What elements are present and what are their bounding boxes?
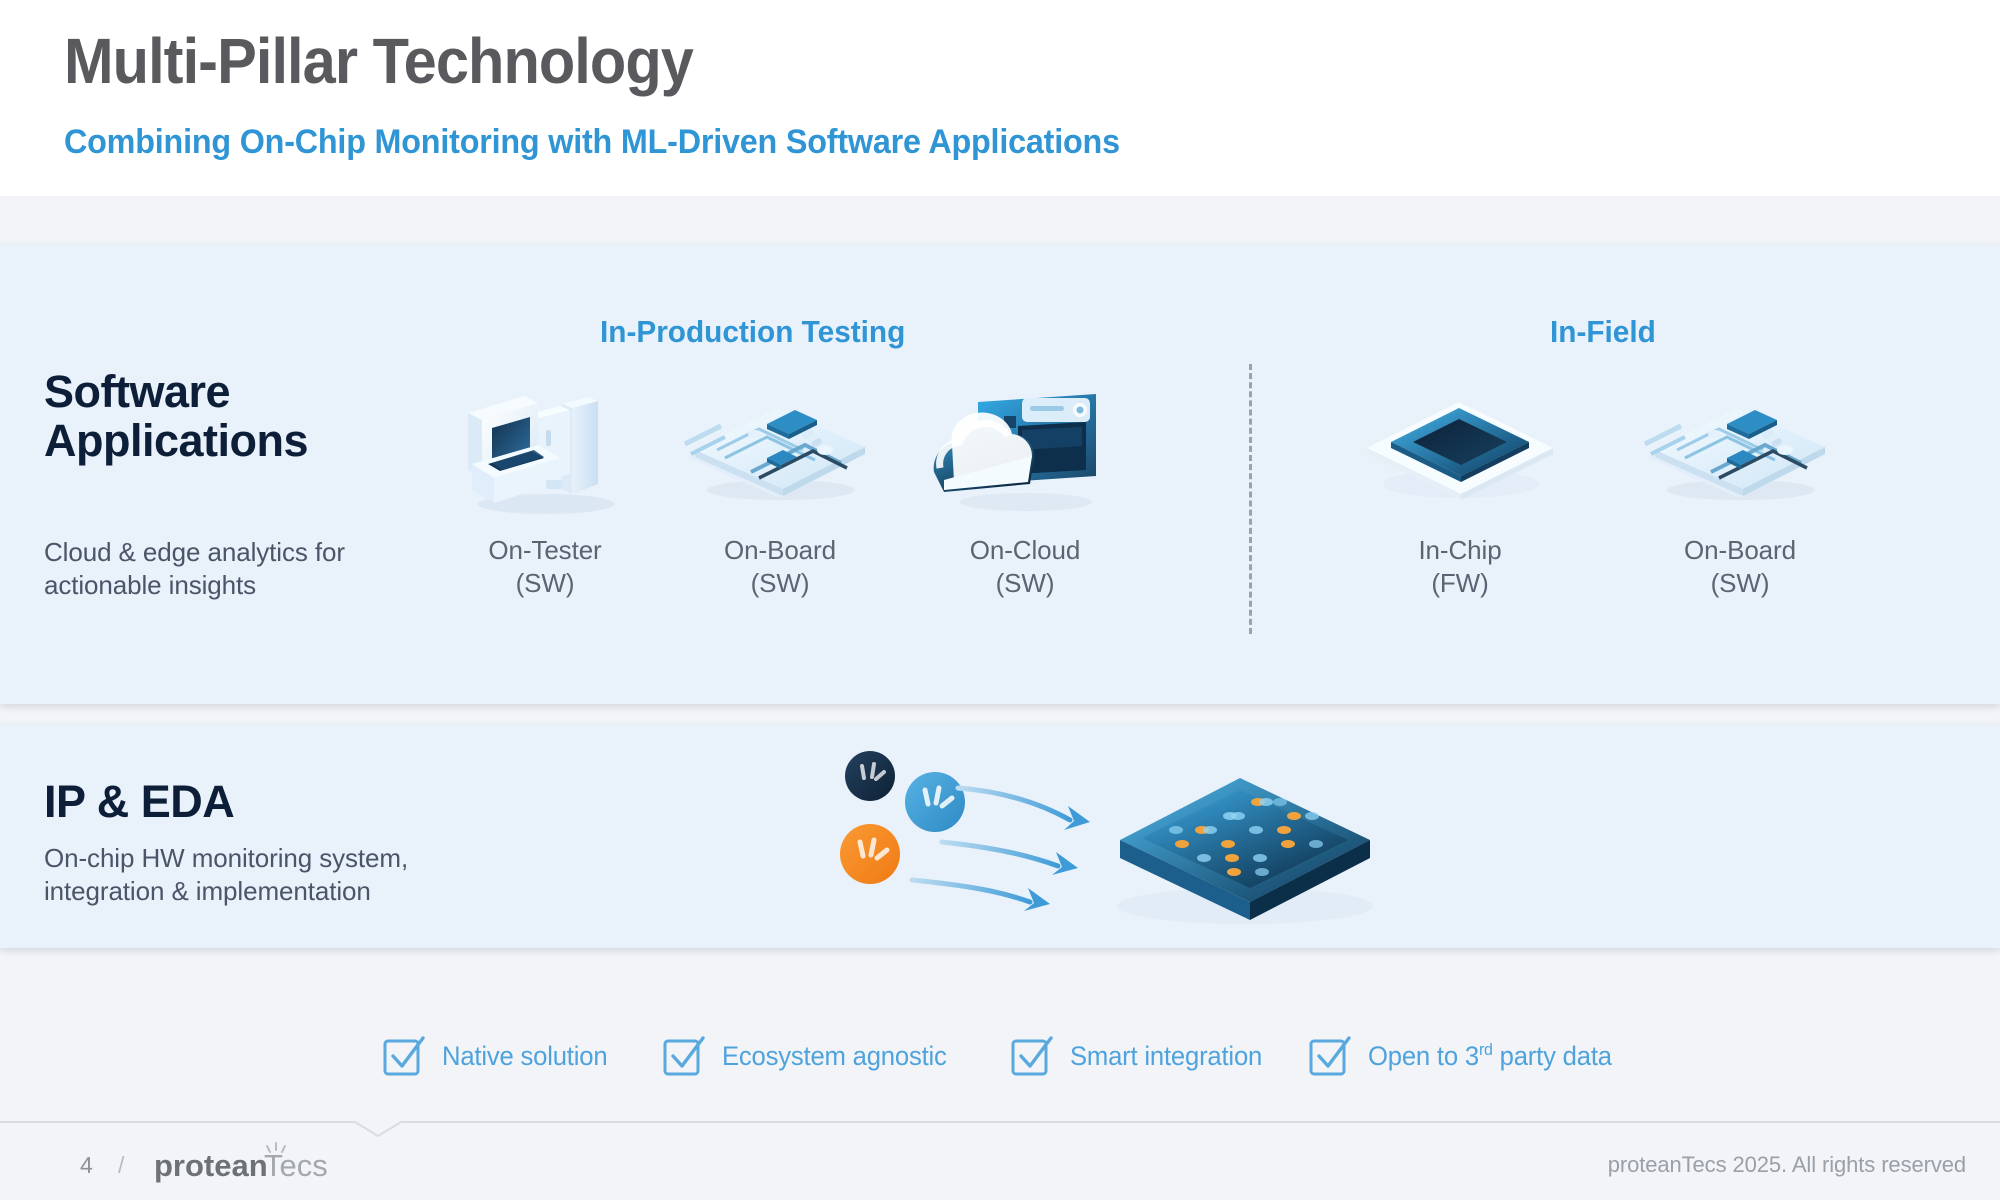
- footer-divider: [0, 1121, 2000, 1138]
- item-label: On-Board (SW): [1684, 535, 1796, 599]
- page-subtitle: Combining On-Chip Monitoring with ML-Dri…: [64, 123, 1120, 161]
- agent-dot-orange: [840, 824, 900, 884]
- item-label: In-Chip (FW): [1418, 535, 1502, 599]
- chip-with-agents-icon: [1117, 778, 1373, 924]
- agent-dot-navy: [845, 751, 895, 801]
- checklist-item-label: Native solution: [442, 1040, 608, 1071]
- checklist-item-label: Smart integration: [1070, 1040, 1263, 1071]
- checkbox-checked-icon: [1010, 1034, 1054, 1078]
- checkbox-checked-icon: [1308, 1034, 1352, 1078]
- checklist-item-label-sup: rd: [1478, 1040, 1493, 1059]
- item-label: On-Board (SW): [724, 535, 836, 599]
- checklist-item-label-tail: party data: [1492, 1041, 1612, 1071]
- on-board-pcb-icon: [1615, 372, 1865, 522]
- section-divider: [1249, 364, 1252, 634]
- pillar-description-software-applications: Cloud & edge analytics for actionable in…: [44, 537, 345, 600]
- checklist-item-ecosystem-agnostic[interactable]: Ecosystem agnostic: [662, 1034, 959, 1078]
- checklist: Native solution Ecosystem agnostic Smart…: [0, 1022, 2000, 1102]
- checklist-item-smart-integration[interactable]: Smart integration: [1010, 1034, 1272, 1078]
- in-chip-die-icon: [1335, 372, 1585, 522]
- copyright-text: proteanTecs 2025. All rights reserved: [1607, 1152, 1966, 1177]
- on-board-pcb-icon: [655, 372, 905, 522]
- checkbox-checked-icon: [382, 1034, 426, 1078]
- flow-arrow-head: [1024, 806, 1090, 911]
- checklist-item-label: Open to 3rd party data: [1368, 1040, 1612, 1072]
- pillar-description-ip-and-eda: On-chip HW monitoring system, integratio…: [44, 843, 409, 906]
- on-tester-machine-icon: [420, 372, 670, 522]
- item-label: On-Tester (SW): [488, 535, 602, 599]
- pillar-title-ip-and-eda: IP & EDA: [44, 776, 235, 827]
- item-on-board-field[interactable]: On-Board (SW): [1615, 372, 1865, 601]
- pillar-title-software-applications: Software Applications: [44, 366, 309, 466]
- checklist-item-open-to-3rd-party-data[interactable]: Open to 3rd party data: [1308, 1034, 1625, 1078]
- agent-dot-blue: [905, 772, 965, 832]
- checklist-item-label: Ecosystem agnostic: [722, 1040, 947, 1071]
- logo-spark-icon: [266, 1142, 286, 1153]
- flow-arrow: [909, 785, 1073, 905]
- slide-header: Multi-Pillar Technology Combining On-Chi…: [0, 0, 2000, 196]
- item-label: On-Cloud (SW): [969, 535, 1081, 599]
- logo-bold-text: protean: [154, 1148, 268, 1183]
- page-number: 4: [80, 1152, 93, 1178]
- on-cloud-dashboard-icon: [900, 372, 1150, 522]
- panel-ip-and-eda: [0, 724, 2000, 948]
- column-header-in-production: In-Production Testing: [600, 314, 906, 349]
- item-on-cloud[interactable]: On-Cloud (SW): [900, 372, 1150, 601]
- proteantecs-logo: protean Tecs: [154, 1142, 354, 1186]
- checklist-item-native-solution[interactable]: Native solution: [382, 1034, 616, 1078]
- checklist-item-label-main: Open to 3: [1368, 1041, 1479, 1071]
- item-on-board-production[interactable]: On-Board (SW): [655, 372, 905, 601]
- page-title: Multi-Pillar Technology: [64, 25, 694, 97]
- column-header-in-field: In-Field: [1550, 314, 1656, 349]
- checkbox-checked-icon: [662, 1034, 706, 1078]
- item-in-chip[interactable]: In-Chip (FW): [1335, 372, 1585, 601]
- logo-light-text: Tecs: [264, 1148, 328, 1183]
- page-separator: /: [118, 1152, 125, 1178]
- ip-eda-graphic: [830, 744, 1450, 934]
- item-on-tester[interactable]: On-Tester (SW): [420, 372, 670, 601]
